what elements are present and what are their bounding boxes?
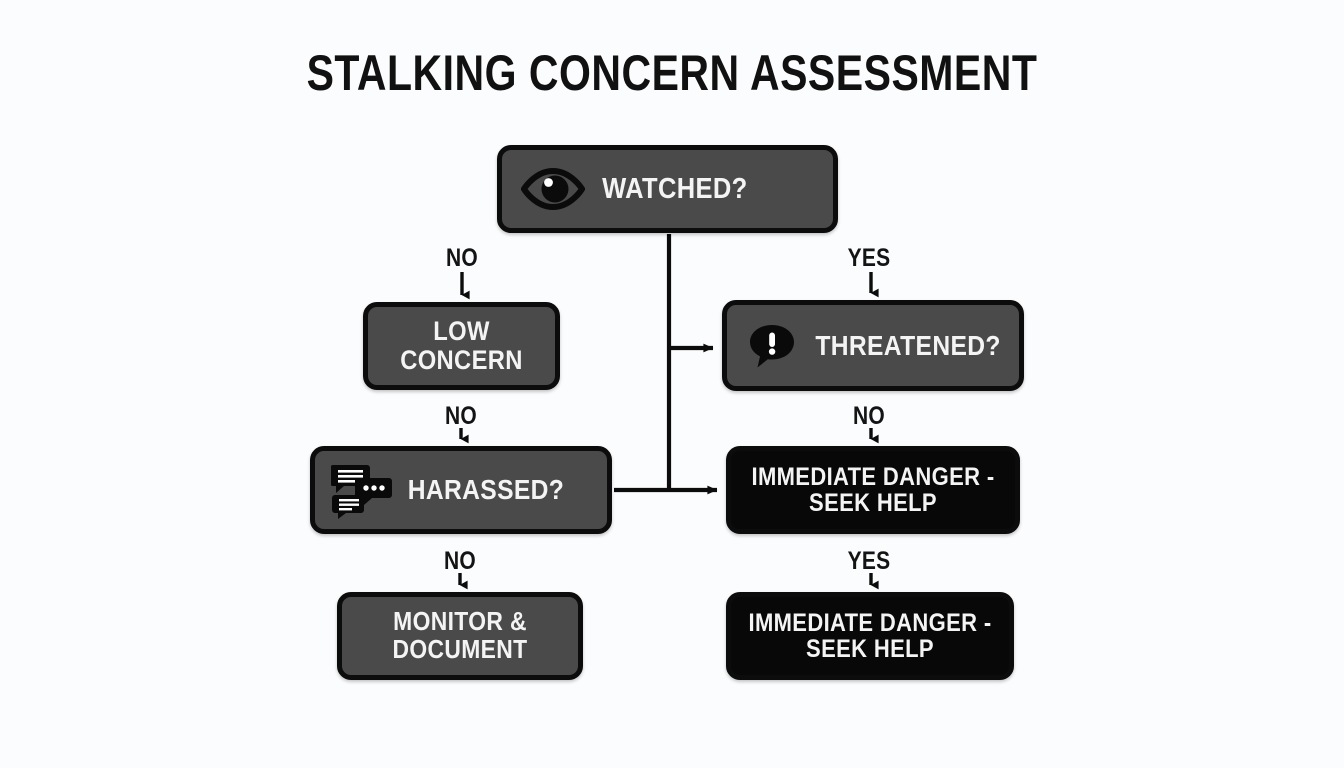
edge-label-harassed-no: NO bbox=[443, 547, 476, 575]
node-watched-label: WATCHED? bbox=[602, 172, 748, 205]
node-immediate-danger-2[interactable]: IMMEDIATE DANGER - SEEK HELP bbox=[726, 592, 1014, 680]
node-harassed-label: HARASSED? bbox=[407, 474, 565, 506]
node-immediate-danger-2-label: IMMEDIATE DANGER - SEEK HELP bbox=[748, 608, 992, 663]
node-monitor-document[interactable]: MONITOR & DOCUMENT bbox=[337, 592, 583, 680]
node-low-concern-label: LOW CONCERN bbox=[400, 316, 523, 375]
chat-bubbles-icon bbox=[329, 460, 395, 520]
node-threatened[interactable]: THREATENED? bbox=[722, 300, 1024, 391]
node-low-concern[interactable]: LOW CONCERN bbox=[363, 302, 560, 390]
node-watched[interactable]: WATCHED? bbox=[497, 145, 838, 233]
edge-label-low-no: NO bbox=[444, 402, 477, 430]
node-immediate-danger-1-label: IMMEDIATE DANGER - SEEK HELP bbox=[751, 462, 995, 517]
edge-label-danger-yes: YES bbox=[847, 547, 891, 575]
edge-label-watched-yes: YES bbox=[847, 244, 891, 272]
edge-label-watched-no: NO bbox=[445, 244, 478, 272]
eye-icon bbox=[518, 168, 588, 210]
edge-label-threatened-no: NO bbox=[852, 402, 885, 430]
alert-bubble-icon bbox=[743, 320, 801, 372]
edge-watched-spine bbox=[666, 234, 714, 491]
node-monitor-document-label: MONITOR & DOCUMENT bbox=[392, 606, 528, 664]
node-threatened-label: THREATENED? bbox=[815, 329, 1001, 361]
node-harassed[interactable]: HARASSED? bbox=[310, 446, 612, 534]
page-title: STALKING CONCERN ASSESSMENT bbox=[306, 45, 1038, 101]
node-immediate-danger-1[interactable]: IMMEDIATE DANGER - SEEK HELP bbox=[726, 446, 1020, 534]
